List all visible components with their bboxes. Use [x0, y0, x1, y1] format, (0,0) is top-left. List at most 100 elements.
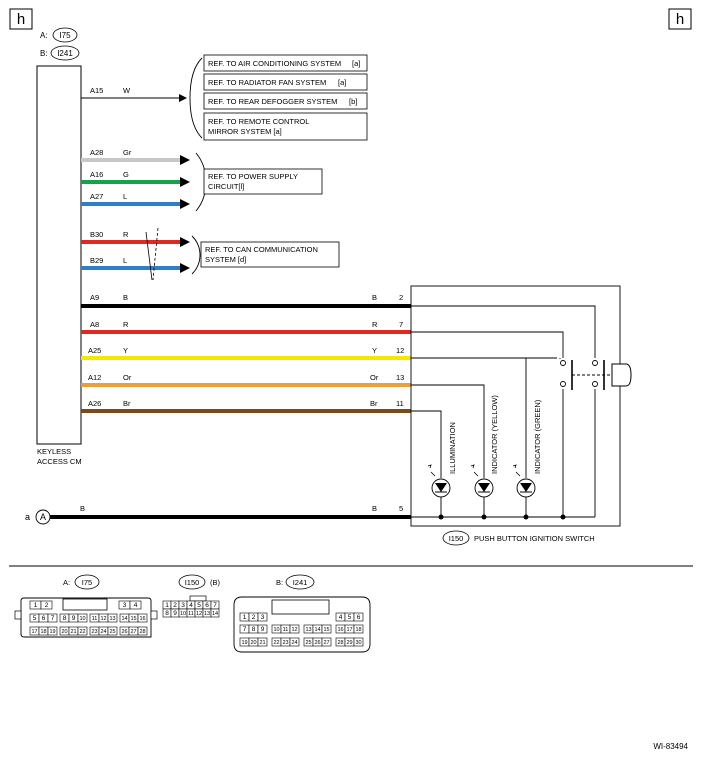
pin-cell: [257, 624, 268, 634]
ref-box-power: [203, 168, 323, 195]
pin-cell: [289, 637, 300, 647]
corner-label-right: h: [668, 8, 692, 30]
pin-number: 8: [165, 610, 169, 617]
connector-a-prefix: A:: [40, 31, 48, 40]
wire-a26-rcolor: Br: [370, 399, 378, 408]
bracket-a15: [189, 57, 203, 139]
pin-number: 6: [42, 615, 46, 622]
pin-number: 14: [212, 611, 218, 617]
pin-number: 13: [305, 627, 311, 633]
pin-number: 25: [109, 629, 115, 635]
pin-cell: [107, 613, 118, 623]
pin-number: 29: [346, 640, 352, 646]
pin-number: 17: [31, 629, 37, 635]
pin-number: 9: [261, 626, 265, 633]
pin-number: 12: [196, 611, 202, 617]
wire-a25-rcolor: Y: [372, 346, 377, 355]
pin-number: 20: [61, 629, 67, 635]
indicator-yellow-label: INDICATOR (YELLOW): [490, 395, 499, 474]
pin-number: 9: [72, 615, 76, 622]
pin-number: 17: [346, 627, 352, 633]
pin-number: 15: [323, 627, 329, 633]
figure-code: WI-83494: [653, 742, 688, 751]
bracket-can: [191, 235, 201, 275]
pin-number: 3: [123, 602, 127, 609]
pin-number: 20: [250, 640, 256, 646]
pin-cell: [107, 626, 118, 636]
pin-number: 19: [241, 640, 247, 646]
pin-cell: [137, 626, 148, 636]
bottom-i75-id: I75: [82, 578, 92, 587]
pin-number: 5: [33, 615, 37, 622]
arrow-a27: [180, 199, 190, 209]
pin-cell: [210, 608, 220, 618]
pin-number: 21: [259, 640, 265, 646]
wire-a16-pin: A16: [90, 170, 103, 179]
wire-ground-rpin: 5: [399, 504, 403, 513]
pin-cell: [257, 637, 268, 647]
pin-number: 27: [130, 629, 136, 635]
bottom-i150-id: I150: [185, 578, 200, 587]
pin-number: 5: [348, 614, 352, 621]
ref-mirror-line1: REF. TO REMOTE CONTROL: [208, 117, 309, 126]
wire-a28-color: Gr: [123, 148, 132, 157]
pin-number: 11: [92, 616, 98, 622]
pin-number: 23: [282, 640, 288, 646]
ref-box-ac: [203, 54, 368, 72]
connector-b-id: I241: [57, 49, 73, 58]
bottom-i241-id: I241: [293, 578, 308, 587]
pin-number: 10: [79, 616, 85, 622]
pin-number: 13: [204, 611, 210, 617]
pin-cell: [137, 613, 148, 623]
bottom-i150-suffix: (B): [210, 578, 221, 587]
pin-number: 18: [355, 627, 361, 633]
bottom-i241-oval: [285, 574, 315, 590]
wire-a15-pin: A15: [90, 86, 103, 95]
pin-number: 26: [121, 629, 127, 635]
keyless-access-module: [36, 65, 82, 445]
pin-cell: [289, 624, 300, 634]
connector-b-prefix: B:: [40, 49, 48, 58]
ref-box-can: [200, 241, 340, 268]
pin-cell: [40, 600, 53, 610]
wire-a28-pin: A28: [90, 148, 103, 157]
connector-a-id: I75: [59, 31, 71, 40]
ref-mirror-line2: MIRROR SYSTEM [a]: [208, 127, 282, 136]
pin-number: 1: [34, 602, 38, 609]
wire-a26-color: Br: [123, 399, 131, 408]
twisted-pair-mark-2: [152, 227, 159, 281]
pin-number: 2: [45, 602, 49, 609]
ground-ref-label: a: [25, 512, 30, 522]
arrow-a28: [180, 155, 190, 165]
pin-number: 11: [188, 611, 194, 617]
pin-cell: [47, 626, 58, 636]
indicator-yellow-led: [470, 464, 494, 498]
pin-number: 7: [213, 602, 217, 609]
wire-b30-pin: B30: [90, 230, 103, 239]
wire-ground-color: B: [80, 504, 85, 513]
pin-number: 2: [173, 602, 177, 609]
pin-number: 28: [337, 640, 343, 646]
wire-b29-color: L: [123, 256, 127, 265]
switch-contacts: [560, 360, 632, 390]
pin-number: 30: [355, 640, 361, 646]
pin-number: 8: [252, 626, 256, 633]
ref-ac-text: REF. TO AIR CONDITIONING SYSTEM: [208, 59, 341, 68]
ref-box-defogger: [203, 92, 368, 110]
pin-number: 27: [323, 640, 329, 646]
arrow-a16: [180, 177, 190, 187]
pin-cell: [129, 600, 142, 610]
wire-a9-rcolor: B: [372, 293, 377, 302]
pin-cell: [257, 612, 268, 622]
pin-number: 24: [291, 640, 297, 646]
pin-number: 16: [337, 627, 343, 633]
wire-a9-color: B: [123, 293, 128, 302]
pin-number: 14: [121, 616, 127, 622]
ignition-switch-box: [410, 285, 621, 527]
pin-number: 14: [314, 627, 320, 633]
pin-cell: [47, 613, 58, 623]
pin-number: 22: [273, 640, 279, 646]
wire-b29-pin: B29: [90, 256, 103, 265]
wire-a8-rpin: 7: [399, 320, 403, 329]
